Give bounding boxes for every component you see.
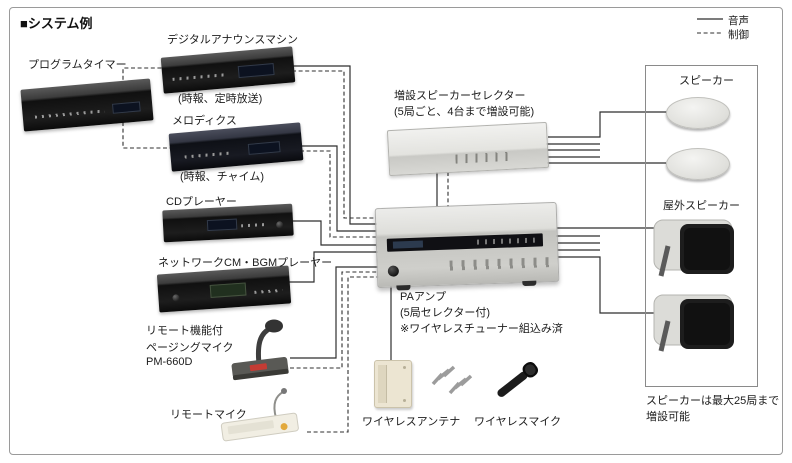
legend-audio-label: 音声 [728, 15, 749, 27]
selector-switches [455, 151, 514, 164]
pa-amp-panel [386, 233, 544, 252]
announce-buttons [172, 72, 229, 81]
network-player-knob [172, 294, 180, 302]
cd-player-knob [275, 221, 284, 229]
remote-mic-device [220, 388, 299, 442]
paging-mic-head [265, 319, 283, 333]
antenna-screw-bottom [403, 399, 406, 402]
ceiling-speaker-1 [666, 97, 730, 129]
legend-control-label: 制御 [728, 29, 749, 41]
network-player-buttons [254, 288, 283, 294]
speaker-group-box [645, 65, 758, 387]
control-line-paging-to-amp [290, 271, 380, 369]
outdoor-speaker-1 [653, 219, 734, 277]
control-line-timer [122, 67, 174, 149]
radio-wave-icon [431, 365, 473, 395]
wireless-mic-label: ワイヤレスマイク [474, 416, 562, 428]
outdoor-speaker-2-bracket [658, 320, 671, 352]
cd-player-device [162, 203, 294, 243]
announce-machine-note: (時報、定時放送) [178, 93, 263, 105]
remote-mic-keypad [227, 420, 275, 435]
melodix-display [247, 141, 281, 155]
melodix-label: メロディクス [172, 115, 237, 127]
cd-player-label: CDプレーヤー [166, 196, 237, 208]
melodix-note: (時報、チャイム) [180, 171, 264, 183]
pa-amp-panel-buttons [476, 237, 535, 245]
paging-mic-base [231, 356, 289, 381]
pa-amp-note1: (5局セレクター付) [400, 307, 491, 319]
paging-mic-label-line1: リモート機能付 [146, 325, 223, 337]
program-timer-label: プログラムタイマー [28, 59, 127, 71]
audio-line-amp-out-5 [556, 256, 654, 314]
ceiling-speakers-label: スピーカー [679, 75, 734, 87]
outdoor-speaker-1-bracket [658, 245, 671, 277]
control-line-melodix-to-amp [300, 150, 380, 238]
audio-line-melodix-to-amp [300, 145, 380, 232]
pa-amp-label: PAアンプ [400, 291, 447, 303]
speaker-selector-device [386, 121, 550, 177]
pa-amp-volume-knob [387, 265, 400, 277]
paging-mic-neck [255, 325, 273, 365]
outdoor-speakers-label: 屋外スピーカー [663, 200, 740, 212]
network-player-display [209, 282, 247, 298]
page-title: ■システム例 [20, 16, 93, 31]
wireless-mic-device [497, 361, 539, 397]
audio-line-network-to-amp [288, 251, 380, 283]
remote-mic-label: リモートマイク [170, 409, 247, 421]
wireless-antenna-device [374, 360, 412, 408]
pa-amp-note2: ※ワイヤレスチューナー組込み済 [400, 323, 563, 335]
audio-line-selector-out-1 [548, 111, 668, 138]
diagram-frame [9, 7, 783, 455]
speaker-selector-label: 増設スピーカーセレクター [394, 90, 526, 102]
paging-mic-talk-button [249, 363, 268, 372]
outdoor-speaker-2 [653, 294, 734, 352]
cd-player-display [206, 218, 238, 232]
remote-mic-head [281, 388, 287, 394]
outdoor-speaker-1-grille-inner [684, 228, 730, 270]
speaker-note-line1: スピーカーは最大25局まで [646, 395, 780, 407]
cd-player-buttons [241, 222, 268, 228]
pa-amp-device [374, 201, 560, 291]
pa-amp-display [392, 240, 424, 249]
paging-mic-label-line2: ページングマイク [146, 342, 234, 354]
pa-amp-foot-right [522, 280, 537, 287]
remote-mic-neck [273, 391, 284, 419]
ceiling-speaker-2 [666, 148, 730, 180]
program-timer-buttons [34, 109, 105, 119]
wireless-mic-body [497, 371, 528, 397]
paging-mic-label-line3: PM-660D [146, 356, 193, 368]
wireless-mic-mesh [524, 364, 536, 376]
melodix-buttons [184, 151, 233, 159]
network-player-label: ネットワークCM・BGMプレーヤー [158, 257, 333, 269]
audio-line-paging-to-amp [290, 266, 380, 359]
speaker-note-line2: 増設可能 [646, 411, 690, 423]
announce-machine-label: デジタルアナウンスマシン [167, 34, 299, 46]
pa-amp-knob-row [449, 257, 550, 271]
audio-line-cd-to-amp [290, 220, 380, 246]
remote-mic-button [280, 423, 288, 431]
program-timer-display [111, 101, 141, 114]
remote-mic-base [220, 412, 299, 442]
speaker-selector-note: (5局ごと、4台まで増設可能) [394, 106, 535, 118]
wireless-antenna-label: ワイヤレスアンテナ [362, 416, 461, 428]
wireless-antenna-flap [378, 365, 387, 403]
paging-mic-device [231, 319, 289, 381]
control-line-remote-to-amp [307, 276, 380, 433]
outdoor-speaker-2-grille-inner [684, 303, 730, 345]
announce-display [237, 63, 275, 79]
antenna-screw-top [403, 366, 406, 369]
audio-line-announce-to-amp [292, 65, 380, 225]
control-line-announce-to-amp [292, 70, 380, 219]
